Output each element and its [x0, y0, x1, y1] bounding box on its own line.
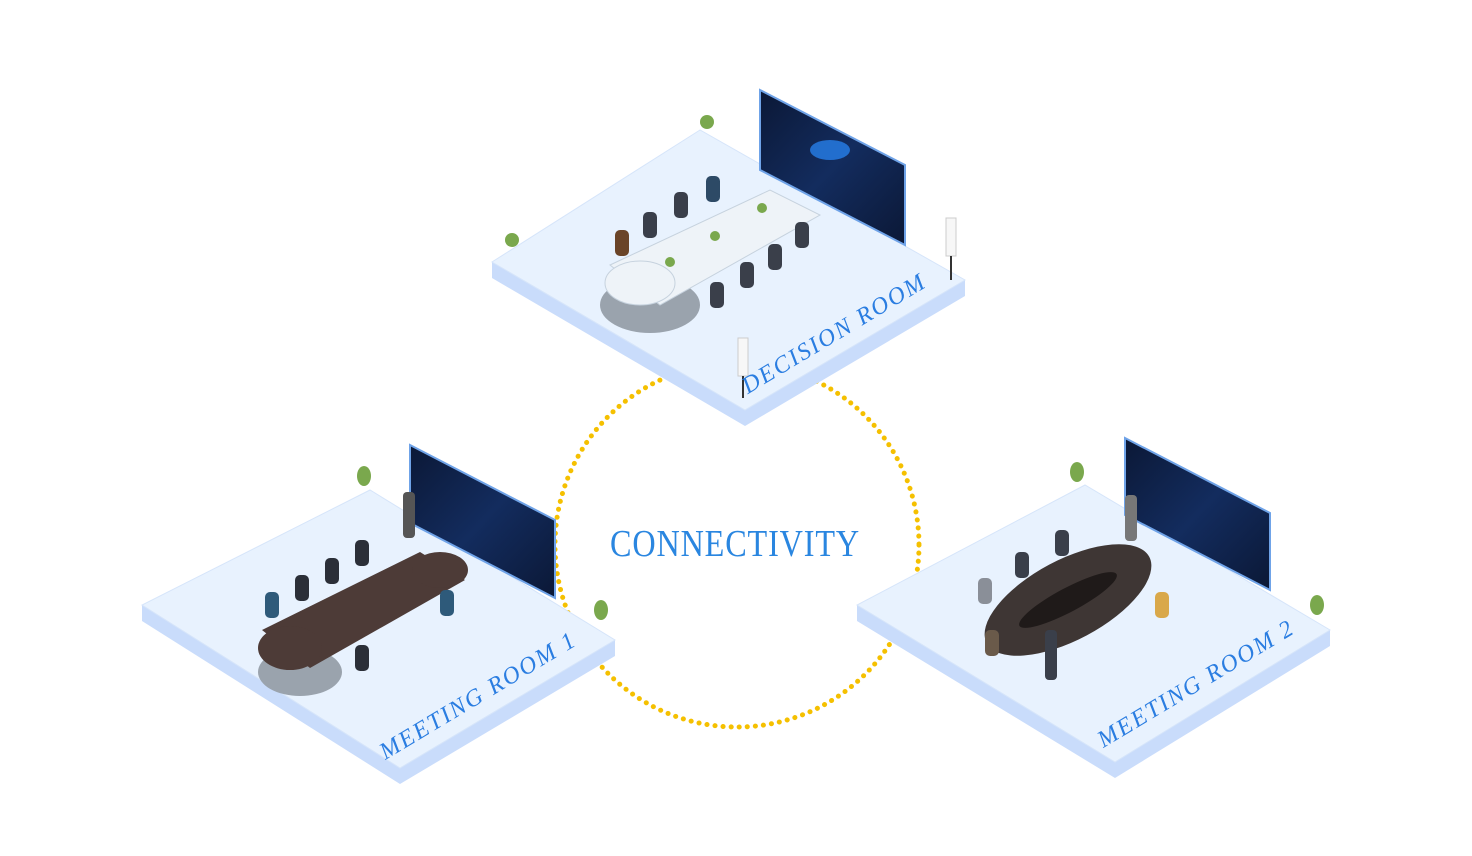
- table-end: [604, 260, 676, 306]
- screen-globe: [810, 140, 850, 160]
- people: [978, 495, 1169, 680]
- table-end: [412, 552, 468, 588]
- plant-icons: [505, 115, 767, 267]
- platform-edge: [492, 262, 965, 426]
- decision-room[interactable]: DECISION ROOM: [491, 88, 966, 426]
- floor-lamps: [737, 217, 957, 398]
- people: [265, 492, 454, 671]
- meeting-room-1[interactable]: MEETING ROOM 1: [140, 443, 616, 784]
- table-center: [1019, 572, 1117, 628]
- platform-edge: [857, 605, 1330, 778]
- plant-icons: [1070, 462, 1324, 615]
- meeting-room-2[interactable]: MEETING ROOM 2: [855, 436, 1331, 778]
- display-screen: [1124, 436, 1271, 592]
- plant-icons: [357, 466, 608, 620]
- table-end: [258, 626, 322, 670]
- people: [615, 176, 809, 308]
- display-screen: [759, 88, 906, 247]
- connectivity-label: CONNECTIVITY: [610, 523, 860, 565]
